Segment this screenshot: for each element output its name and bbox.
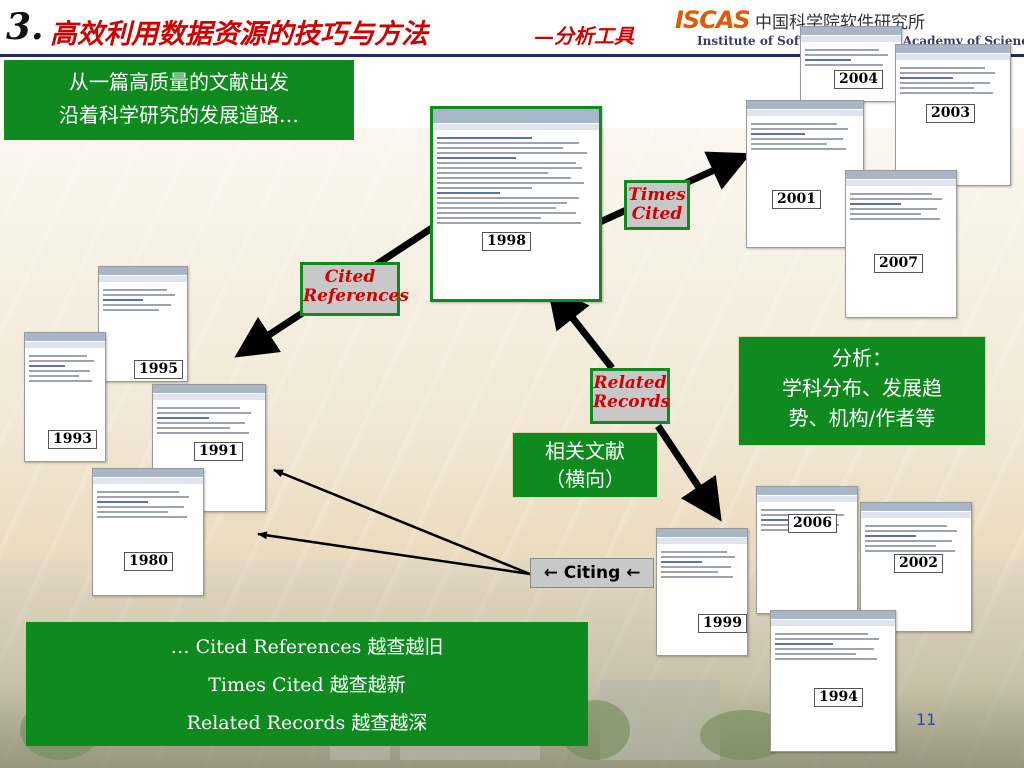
page-number: 11 xyxy=(916,710,937,729)
year-label-1999: 1999 xyxy=(698,614,747,633)
arrow-related-down xyxy=(655,424,722,522)
paper-thumbnail xyxy=(656,528,748,656)
slide-title: 高效利用数据资源的技巧与方法 xyxy=(50,19,428,50)
year-label-2004: 2004 xyxy=(834,70,883,89)
central-paper-thumbnail xyxy=(430,106,602,302)
summary-line-3: Related Records 越查越深 xyxy=(186,712,428,734)
year-label-2001: 2001 xyxy=(772,190,821,209)
slide-subtitle: —分析工具 xyxy=(534,24,634,48)
analysis-line-2: 学科分布、发展趋 xyxy=(782,376,942,400)
summary-box: … Cited References 越查越旧 Times Cited 越查越新… xyxy=(26,622,588,746)
year-label-2002: 2002 xyxy=(894,554,943,573)
header-divider xyxy=(0,54,1024,57)
year-label-2007: 2007 xyxy=(874,254,923,273)
paper-thumbnail xyxy=(92,468,204,596)
summary-line-2: Times Cited 越查越新 xyxy=(208,674,406,696)
analysis-line-3: 势、机构/作者等 xyxy=(788,406,936,430)
year-label-1995: 1995 xyxy=(134,360,183,379)
related-line-2: （横向） xyxy=(545,467,625,491)
slide-number-prefix: 3. xyxy=(6,6,44,48)
year-label-center: 1998 xyxy=(482,232,531,251)
intro-line-2: 沿着科学研究的发展道路… xyxy=(59,103,299,127)
year-label-2006: 2006 xyxy=(788,514,837,533)
arrow-citing-1991 xyxy=(273,468,531,576)
year-label-1991: 1991 xyxy=(194,442,243,461)
related-records-label: Related Records xyxy=(590,368,670,424)
year-label-2003: 2003 xyxy=(926,104,975,123)
paper-thumbnail xyxy=(756,486,858,614)
paper-thumbnail xyxy=(770,610,896,752)
arrow-related-up xyxy=(547,285,615,371)
year-label-1994: 1994 xyxy=(814,688,863,707)
times-cited-label: Times Cited xyxy=(624,180,690,230)
intro-line-1: 从一篇高质量的文献出发 xyxy=(69,70,289,94)
analysis-line-1: 分析： xyxy=(832,346,892,370)
iscas-logo-mark: ISCAS xyxy=(675,6,751,34)
intro-box: 从一篇高质量的文献出发 沿着科学研究的发展道路… xyxy=(4,60,354,140)
year-label-1980: 1980 xyxy=(124,552,173,571)
cited-references-label: Cited References xyxy=(300,262,409,316)
related-literature-box: 相关文献 （横向） xyxy=(512,432,658,498)
citing-label: ← Citing ← xyxy=(530,558,654,588)
analysis-box: 分析： 学科分布、发展趋 势、机构/作者等 xyxy=(738,336,986,446)
arrow-citing-1980 xyxy=(257,531,531,576)
paper-thumbnail xyxy=(746,100,864,248)
year-label-1993: 1993 xyxy=(48,430,97,449)
paper-thumbnail xyxy=(800,26,902,102)
related-line-1: 相关文献 xyxy=(545,439,625,463)
paper-thumbnail xyxy=(845,170,957,318)
summary-line-1: … Cited References 越查越旧 xyxy=(170,636,444,658)
